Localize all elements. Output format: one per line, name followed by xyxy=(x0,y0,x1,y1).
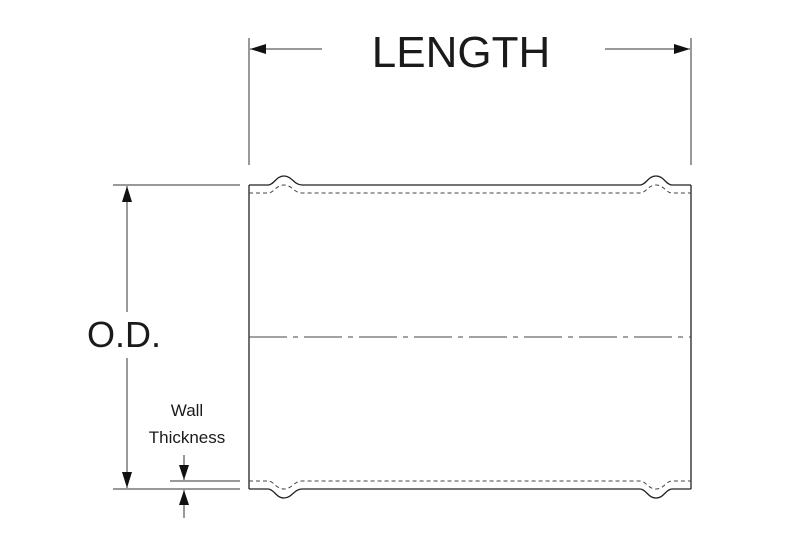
tube-bottom-inner-wall xyxy=(249,480,691,490)
od-arrow-top xyxy=(122,186,132,202)
length-arrow-right xyxy=(674,44,690,54)
od-label: O.D. xyxy=(87,314,161,355)
wall-label-line2: Thickness xyxy=(149,428,226,447)
length-label: LENGTH xyxy=(372,28,550,77)
length-dimension: LENGTH xyxy=(248,28,692,165)
tube-top-outer-profile xyxy=(249,175,691,186)
tube-bottom-outer-profile xyxy=(249,488,691,499)
wall-arrow-up xyxy=(179,490,189,505)
wall-arrow-down xyxy=(179,465,189,480)
outer-diameter-dimension: O.D. xyxy=(78,184,240,490)
wall-thickness-dimension: Wall Thickness xyxy=(149,401,240,518)
tube-top-inner-wall xyxy=(249,184,691,194)
wall-label-line1: Wall xyxy=(171,401,203,420)
tube-body xyxy=(248,175,692,499)
od-arrow-bottom xyxy=(122,472,132,488)
od-label-background xyxy=(78,312,174,358)
length-arrow-left xyxy=(250,44,266,54)
